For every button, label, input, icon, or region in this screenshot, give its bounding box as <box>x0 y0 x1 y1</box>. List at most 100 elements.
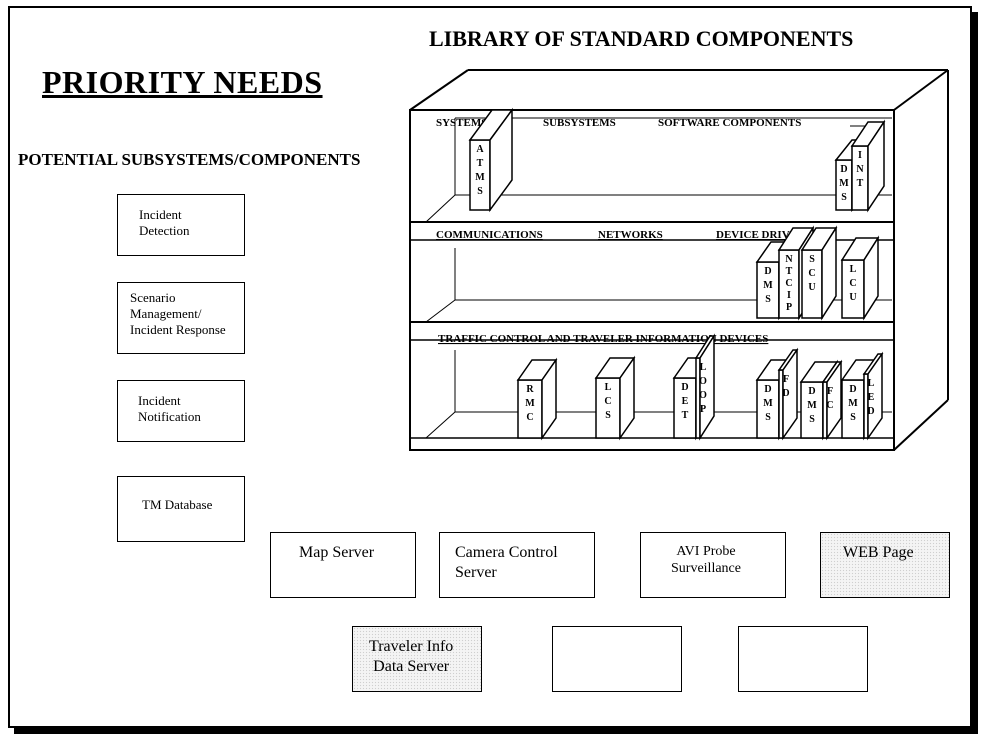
book-letter: O <box>699 390 707 401</box>
book-letter: D <box>840 164 847 175</box>
book-rmc: RMC <box>516 357 558 441</box>
book-spine <box>595 377 621 439</box>
book-letter: C <box>826 400 833 411</box>
frame-shadow-bottom <box>14 728 978 734</box>
book-letter: S <box>477 186 483 197</box>
book-letter: D <box>808 386 815 397</box>
book-letter: M <box>763 280 773 291</box>
book-letter: U <box>849 292 856 303</box>
shelf1-heading-subsystems: SUBSYSTEMS <box>543 117 616 129</box>
book-letter: L <box>605 382 612 393</box>
book-letter: O <box>699 376 707 387</box>
book-letter: M <box>807 400 817 411</box>
book-letter: T <box>477 158 484 169</box>
book-lcu: LCU <box>840 235 880 321</box>
book-spine <box>517 379 543 439</box>
book-letter: D <box>867 406 874 417</box>
book-letter: S <box>765 294 771 305</box>
box-label: TM Database <box>142 497 213 512</box>
book-letter: S <box>605 410 611 421</box>
book-side <box>826 359 842 441</box>
box-label: WEB Page <box>843 544 914 561</box>
frame-shadow-right <box>972 12 978 734</box>
book-letter: T <box>786 266 793 277</box>
book-letter: D <box>764 384 771 395</box>
book-letter: I <box>858 150 862 161</box>
book-side <box>867 119 885 213</box>
book-letter: P <box>786 302 792 313</box>
shelf2-heading-networks: NETWORKS <box>598 229 663 241</box>
shelf3-heading-traffic: TRAFFIC CONTROL AND TRAVELER INFORMATION… <box>438 333 768 345</box>
book-letter: S <box>841 192 847 203</box>
book-letter: M <box>763 398 773 409</box>
web-page-box: WEB Page <box>820 532 950 598</box>
library-title: LIBRARY OF STANDARD COMPONENTS <box>429 26 854 51</box>
book-letter: C <box>604 396 611 407</box>
book-letter: M <box>848 398 858 409</box>
book-letter: L <box>700 362 707 373</box>
book-letter: S <box>765 412 771 423</box>
book-letter: N <box>785 254 793 265</box>
shelf2-heading-communications: COMMUNICATIONS <box>436 229 543 241</box>
book-letter: F <box>827 386 833 397</box>
book-letter: U <box>808 282 815 293</box>
book-side <box>867 351 883 441</box>
shelf1-heading-systems: SYSTEMS <box>436 117 487 129</box>
priority-needs-heading: PRIORITY NEEDS <box>42 64 323 100</box>
book-side <box>782 347 798 441</box>
book-letter: C <box>785 278 792 289</box>
book-letter: D <box>764 266 771 277</box>
book-side <box>863 235 879 321</box>
book-scu: SCU <box>800 225 838 321</box>
book-letter: M <box>839 178 849 189</box>
book-letter: T <box>682 410 689 421</box>
book-letter: D <box>782 388 789 399</box>
book-fd: FD <box>777 347 799 441</box>
book-letter: A <box>476 144 484 155</box>
book-letter: N <box>856 164 864 175</box>
book-letter: S <box>850 412 856 423</box>
tm-database-box: TM Database <box>117 476 245 542</box>
diagram-frame <box>8 6 972 728</box>
book-letter: R <box>526 384 534 395</box>
book-side <box>489 107 513 213</box>
book-side <box>541 357 557 441</box>
book-letter: F <box>783 374 789 385</box>
book-letter: P <box>700 404 706 415</box>
book-letter: C <box>808 268 815 279</box>
book-int: INT <box>850 119 886 213</box>
book-letter: L <box>868 378 875 389</box>
book-side <box>821 225 837 321</box>
book-letter: E <box>868 392 875 403</box>
book-letter: D <box>681 382 688 393</box>
book-led: LED <box>862 351 884 441</box>
book-letter: M <box>475 172 485 183</box>
book-fc: FC <box>821 359 843 441</box>
box-label: Map Server <box>299 544 375 561</box>
book-letter: S <box>809 414 815 425</box>
book-letter: T <box>857 178 864 189</box>
book-letter: D <box>849 384 856 395</box>
book-letter: M <box>525 398 535 409</box>
shelf1-heading-software: SOFTWARE COMPONENTS <box>658 117 801 129</box>
book-letter: I <box>787 290 791 301</box>
book-letter: C <box>526 412 533 423</box>
book-letter: L <box>850 264 857 275</box>
empty-box-1 <box>552 626 682 692</box>
map-server-box: Map Server <box>270 532 416 598</box>
shelf-front-frame <box>409 109 895 451</box>
